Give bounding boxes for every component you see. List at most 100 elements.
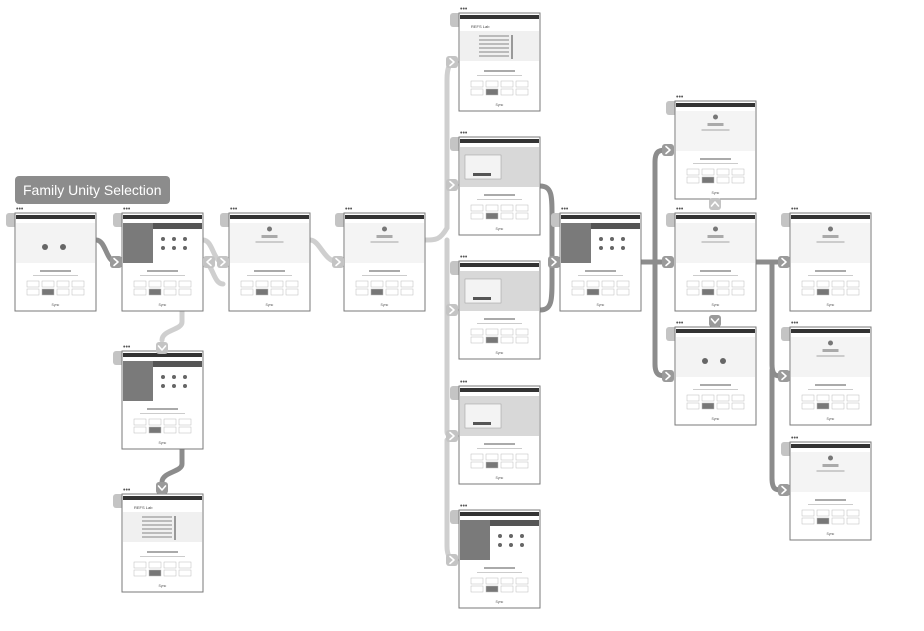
nav-button[interactable] <box>110 256 122 268</box>
screen-tab <box>781 442 792 456</box>
screen-menu-icon[interactable]: ••• <box>123 344 131 351</box>
screen-tile <box>485 88 499 96</box>
screen-form-row <box>142 520 172 522</box>
screen-tile <box>716 168 730 176</box>
nav-button[interactable] <box>332 256 344 268</box>
chevron-right-icon[interactable] <box>332 256 344 268</box>
screen-tile <box>686 402 700 410</box>
nav-button[interactable] <box>662 144 674 156</box>
nav-button[interactable] <box>778 370 790 382</box>
nav-button[interactable] <box>709 315 721 327</box>
connector-line <box>422 59 459 243</box>
screen-tile <box>846 402 860 410</box>
chevron-glyph <box>449 555 455 565</box>
chevron-up-icon[interactable] <box>709 198 721 210</box>
screen-menu-icon[interactable]: ••• <box>460 6 468 13</box>
nav-button[interactable] <box>446 304 458 316</box>
nav-button[interactable] <box>446 430 458 442</box>
chevron-right-icon[interactable] <box>446 179 458 191</box>
screen-menu-icon[interactable]: ••• <box>123 206 131 213</box>
nav-button[interactable] <box>156 342 168 354</box>
chevron-down-icon[interactable] <box>156 342 168 354</box>
chevron-glyph <box>335 257 341 267</box>
screen-menu-icon[interactable]: ••• <box>561 206 569 213</box>
chevron-glyph <box>665 257 671 267</box>
chevron-right-icon[interactable] <box>778 484 790 496</box>
screen-menu-icon[interactable]: ••• <box>791 206 799 213</box>
screen-menu-icon[interactable]: ••• <box>791 320 799 327</box>
nav-button[interactable] <box>778 484 790 496</box>
chevron-right-icon[interactable] <box>110 256 122 268</box>
nav-button[interactable] <box>203 256 215 268</box>
chevron-right-icon[interactable] <box>446 56 458 68</box>
screen-form-row <box>142 516 172 518</box>
screen-menu-icon[interactable]: ••• <box>791 435 799 442</box>
chevron-down-icon[interactable] <box>156 482 168 494</box>
screen-menu-icon[interactable]: ••• <box>460 379 468 386</box>
screen-menu-icon[interactable]: ••• <box>460 503 468 510</box>
screen-footer: Sync <box>52 303 60 307</box>
chevron-right-icon[interactable] <box>662 256 674 268</box>
chevron-right-icon[interactable] <box>778 256 790 268</box>
screen-tile <box>240 280 254 288</box>
screen-menu-icon[interactable]: ••• <box>230 206 238 213</box>
screen-text-line <box>261 235 278 238</box>
screen-tab <box>220 213 231 227</box>
screen-menu-icon[interactable]: ••• <box>460 254 468 261</box>
nav-button[interactable] <box>217 256 229 268</box>
chevron-down-icon[interactable] <box>709 315 721 327</box>
screen-menu-icon[interactable]: ••• <box>676 94 684 101</box>
chevron-right-icon[interactable] <box>778 370 790 382</box>
screen-menu-icon[interactable]: ••• <box>460 130 468 137</box>
chevron-right-icon[interactable] <box>217 256 229 268</box>
nav-button[interactable] <box>446 56 458 68</box>
chevron-right-icon[interactable] <box>446 304 458 316</box>
screen-menu-icon[interactable]: ••• <box>16 206 24 213</box>
screen-text-line <box>40 270 71 272</box>
nav-button[interactable] <box>156 482 168 494</box>
screen-text-line <box>822 349 839 352</box>
screen-menu-icon[interactable]: ••• <box>676 206 684 213</box>
chevron-right-icon[interactable] <box>662 144 674 156</box>
chevron-right-icon[interactable] <box>548 256 560 268</box>
screen-menu-icon[interactable]: ••• <box>676 320 684 327</box>
screen-tile <box>846 509 860 517</box>
screen-modal-button <box>473 297 491 300</box>
screen-text-line <box>816 355 845 357</box>
screen-form-row <box>479 35 509 37</box>
screen-menu-icon[interactable]: ••• <box>123 487 131 494</box>
nav-button[interactable] <box>709 198 721 210</box>
screen-tile <box>831 517 845 525</box>
chevron-right-icon[interactable] <box>446 430 458 442</box>
nav-button[interactable] <box>662 370 674 382</box>
screen-tile <box>831 509 845 517</box>
chevron-left-icon[interactable] <box>203 256 215 268</box>
nav-button[interactable] <box>446 179 458 191</box>
nav-button[interactable] <box>548 256 560 268</box>
chevron-right-icon[interactable] <box>446 554 458 566</box>
nav-button[interactable] <box>778 256 790 268</box>
nav-button[interactable] <box>662 256 674 268</box>
nav-button[interactable] <box>446 554 458 566</box>
chevron-right-icon[interactable] <box>662 370 674 382</box>
screen-menu-icon[interactable]: ••• <box>345 206 353 213</box>
screen-heading: REFS Lab <box>134 505 153 510</box>
